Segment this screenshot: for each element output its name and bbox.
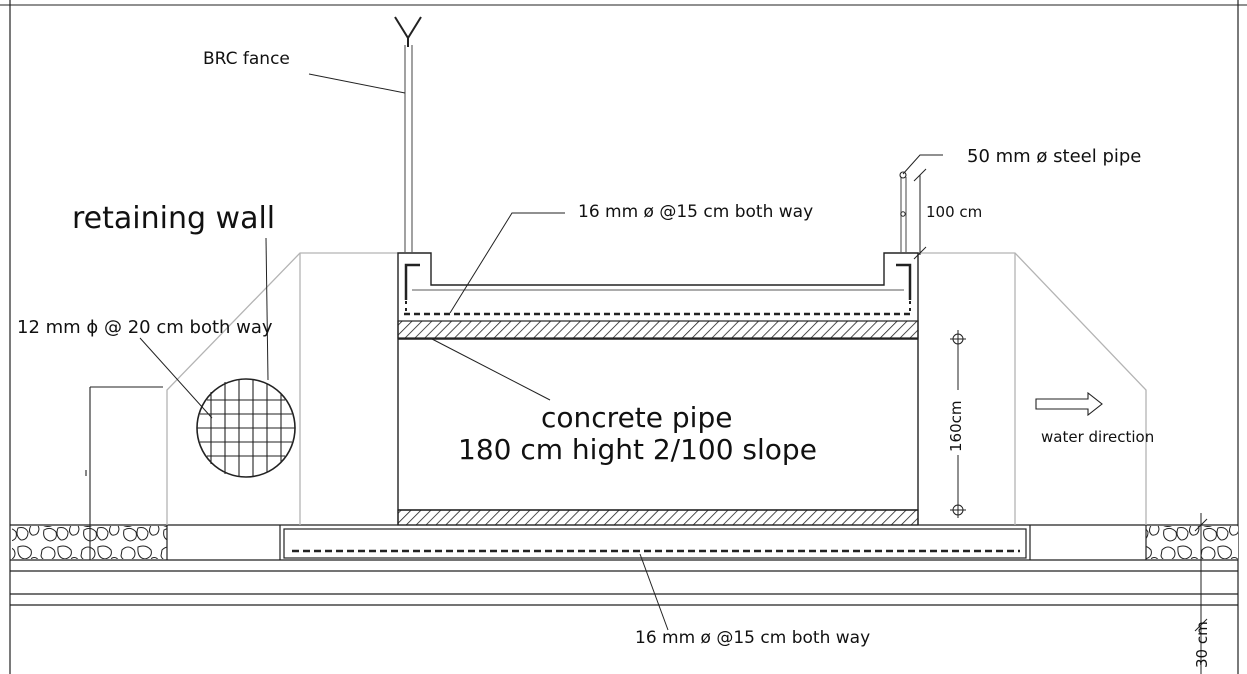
top-rebar-leader	[449, 212, 565, 314]
water-direction-label: water direction	[1041, 428, 1155, 446]
dim-160cm-label: 160cm	[947, 400, 965, 453]
left-marker	[85, 386, 163, 560]
top-slab-rebar	[397, 263, 919, 339]
rebar-mesh-circle	[196, 378, 296, 478]
brc-fence-label: BRC fance	[203, 49, 290, 69]
dim-30cm-label: 30 cm	[1193, 621, 1211, 668]
dim-100cm	[900, 168, 927, 260]
right-retaining-wall	[918, 252, 1147, 525]
rebar-16mm-top-label: 16 mm ø @15 cm both way	[578, 202, 814, 222]
rebar-12mm-label: 12 mm ϕ @ 20 cm both way	[17, 317, 273, 338]
ground-lines	[10, 524, 1238, 606]
bottom-slab-hatch	[397, 509, 919, 526]
culvert-box	[397, 252, 919, 525]
water-direction-arrow	[1035, 391, 1103, 417]
steel-pipe-leader	[902, 154, 943, 175]
left-retaining-wall	[166, 252, 398, 525]
ground-blocks	[166, 525, 1147, 560]
retaining-wall-leader	[265, 237, 269, 381]
dim-160cm	[950, 330, 966, 518]
brc-fence-leader	[308, 73, 406, 94]
concrete-pipe-title: concrete pipe	[541, 401, 733, 434]
steel-pipe-label: 50 mm ø steel pipe	[967, 146, 1142, 167]
rebar-12mm-leader	[139, 337, 213, 419]
stone-fill-right	[1146, 526, 1238, 559]
concrete-pipe-spec: 180 cm hight 2/100 slope	[458, 433, 817, 466]
retaining-wall-label: retaining wall	[72, 201, 276, 236]
dim-30cm	[1194, 513, 1208, 674]
base-slab	[283, 528, 1027, 559]
bottom-rebar-leader	[639, 553, 669, 631]
rebar-16mm-bottom-label: 16 mm ø @15 cm both way	[635, 628, 871, 648]
concrete-pipe-leader	[431, 338, 551, 401]
brc-fence-post	[394, 16, 422, 253]
dim-100cm-label: 100 cm	[926, 203, 983, 221]
